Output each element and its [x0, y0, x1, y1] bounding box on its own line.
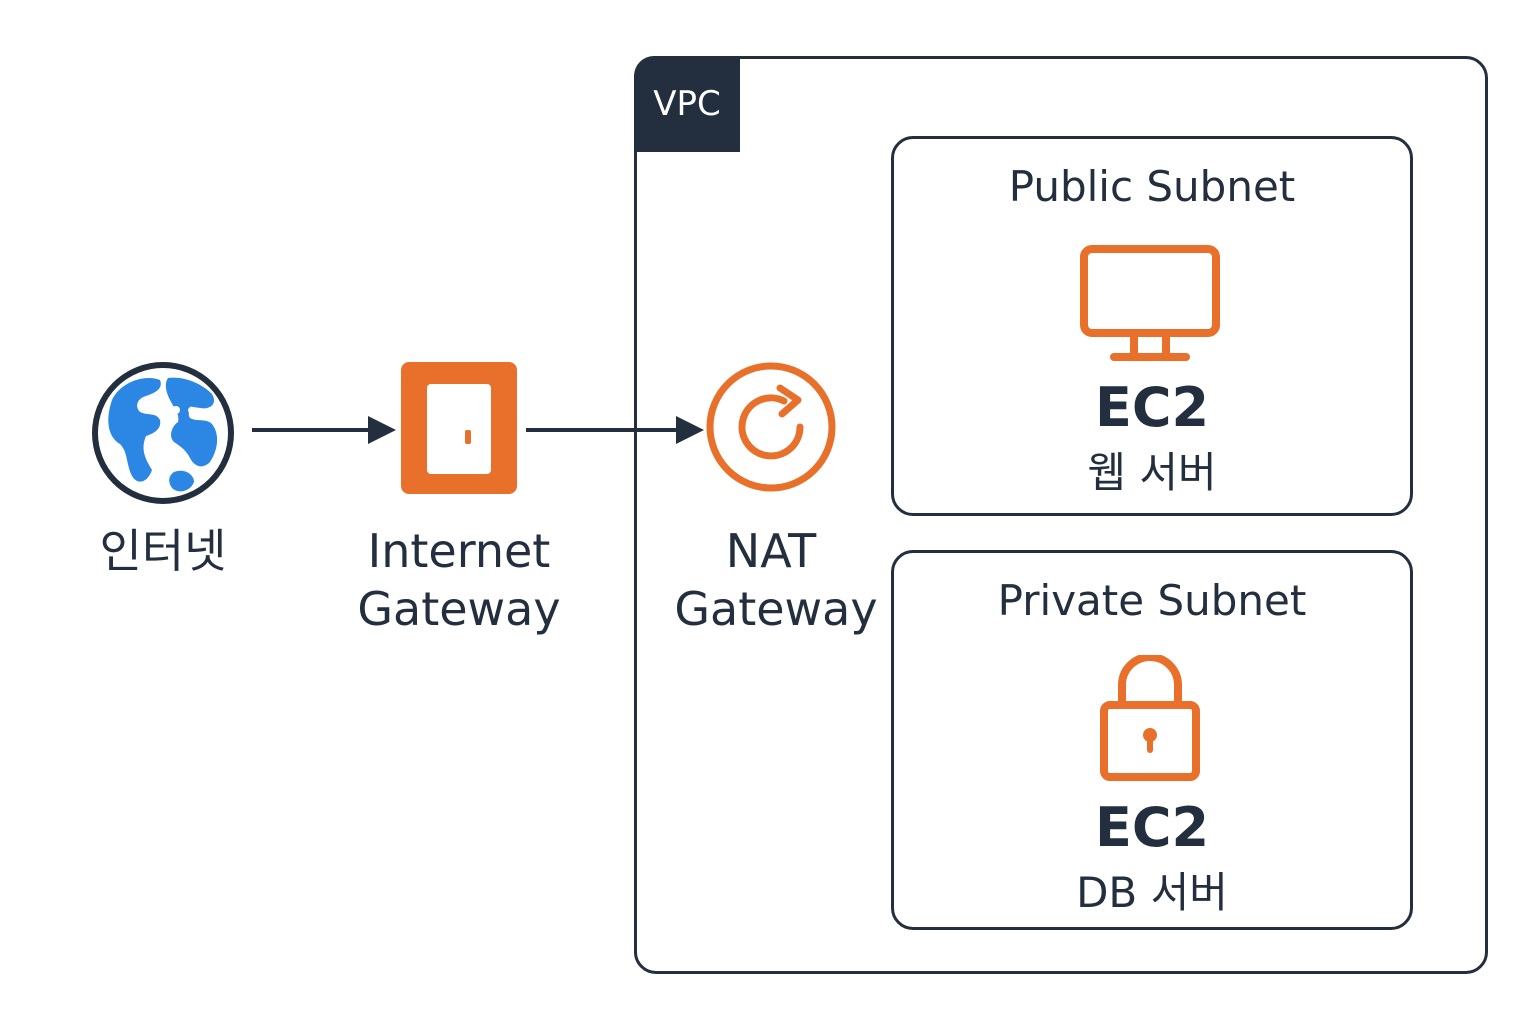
internet-gateway-label-line1: Internet [367, 524, 551, 578]
private-ec2-label: EC2 [1094, 796, 1210, 859]
nat-gateway-label-line1: NAT [725, 524, 817, 578]
monitor-icon [1080, 245, 1220, 361]
public-ec2-role: 웹 서버 [1087, 448, 1217, 497]
public-ec2-label: EC2 [1094, 376, 1210, 439]
arrow-igw-to-nat [526, 416, 704, 444]
private-subnet: Private Subnet EC2 DB 서버 [891, 550, 1413, 930]
internet-label: 인터넷 [99, 524, 227, 578]
public-subnet-title: Public Subnet [1008, 162, 1296, 211]
arrow-internet-to-igw [252, 416, 396, 444]
vpc-container [634, 56, 1488, 974]
nat-gateway-node [704, 360, 838, 494]
internet-gateway-label-line2: Gateway [357, 582, 561, 636]
internet-gateway-node [401, 362, 517, 494]
public-subnet: Public Subnet EC2 웹 서버 [891, 136, 1413, 516]
vpc-label: VPC [634, 56, 740, 152]
private-ec2-role: DB 서버 [1076, 868, 1228, 917]
nat-gateway-label-line2: Gateway [674, 582, 878, 636]
private-subnet-title: Private Subnet [997, 576, 1307, 625]
door-icon [401, 362, 517, 494]
lock-icon [1100, 655, 1200, 781]
globe-icon [92, 362, 234, 504]
internet-node [90, 360, 236, 506]
refresh-icon [706, 362, 836, 492]
